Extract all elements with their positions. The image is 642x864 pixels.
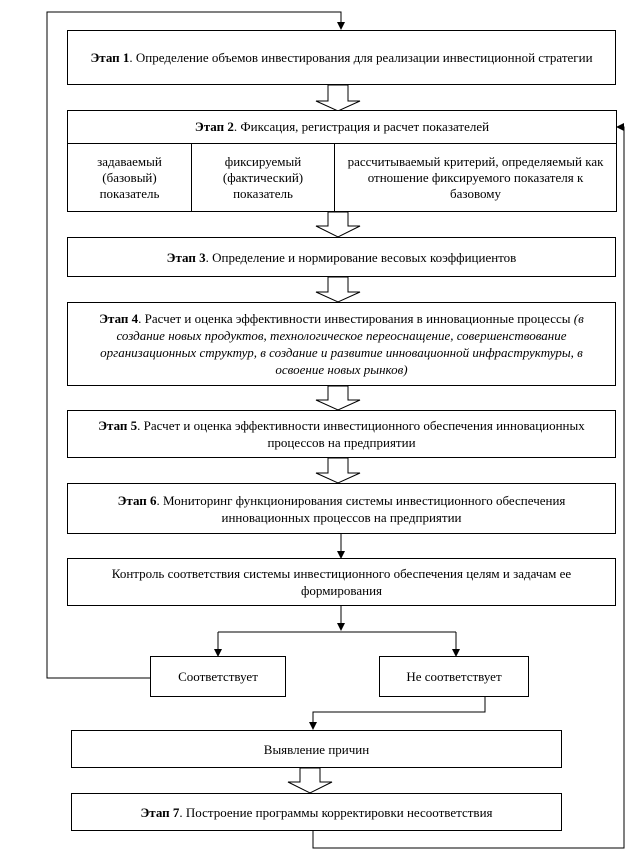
control-box: Контроль соответствия системы инвестицио…	[67, 558, 616, 606]
causes-text: Выявление причин	[263, 741, 370, 757]
feedback-loop-line	[46, 11, 345, 679]
nomatch-text: Не соответствует	[406, 669, 502, 684]
stage3-box: Этап 3. Определение и нормирование весов…	[67, 237, 616, 277]
nomatch-to-causes-line	[309, 696, 486, 730]
stage2-label: Этап 2	[194, 119, 234, 134]
stage4-label: Этап 4	[99, 311, 139, 326]
stage7-feedback-line	[312, 123, 625, 849]
stage2-text: . Фиксация, регистрация и расчет показат…	[233, 119, 490, 134]
stage6-text: . Мониторинг функционирования системы ин…	[156, 492, 566, 525]
block-arrow-4	[315, 385, 361, 411]
stage4-text: . Расчет и оценка эффективности инвестир…	[138, 311, 574, 326]
stage4-italic-text: (в создание новых продуктов, технологиче…	[100, 311, 584, 377]
stage2-header: Этап 2. Фиксация, регистрация и расчет п…	[68, 111, 616, 144]
nomatch-box: Не соответствует	[379, 656, 529, 697]
stage2-col-base: задаваемый (базовый) показатель	[68, 144, 192, 211]
match-text: Соответствует	[178, 669, 258, 684]
stage4-box: Этап 4. Расчет и оценка эффективности ин…	[67, 302, 616, 386]
stage6-box: Этап 6. Мониторинг функционирования сист…	[67, 483, 616, 534]
block-arrow-5	[315, 457, 361, 484]
control-text: Контроль соответствия системы инвестицио…	[111, 566, 572, 598]
block-arrow-2	[315, 211, 361, 238]
block-arrow-3	[315, 276, 361, 303]
stage6-label: Этап 6	[117, 492, 157, 508]
stage3-text: . Определение и нормирование весовых коэ…	[205, 249, 517, 265]
causes-box: Выявление причин	[71, 730, 562, 768]
stage7-label: Этап 7	[140, 804, 180, 820]
stage7-box: Этап 7. Построение программы корректиров…	[71, 793, 562, 831]
match-box: Соответствует	[150, 656, 286, 697]
stage1-label: Этап 1	[90, 50, 130, 65]
stage3-label: Этап 3	[166, 249, 206, 265]
stage1-box: Этап 1. Определение объемов инвестирован…	[67, 30, 616, 85]
stage7-text: . Построение программы корректировки нес…	[179, 804, 493, 820]
stage2-box: Этап 2. Фиксация, регистрация и расчет п…	[67, 110, 617, 212]
stage2-col-fact: фиксируемый (фактический) показатель	[192, 144, 335, 211]
stage1-text: . Определение объемов инвестирования для…	[129, 50, 593, 65]
block-arrow-1	[315, 84, 361, 112]
stage5-label: Этап 5	[98, 418, 138, 433]
block-arrow-6	[287, 767, 333, 794]
stage5-text: . Расчет и оценка эффективности инвестиц…	[137, 418, 585, 450]
stage2-col-criterion: рассчитываемый критерий, определяемый ка…	[347, 153, 604, 201]
stage5-box: Этап 5. Расчет и оценка эффективности ин…	[67, 410, 616, 458]
